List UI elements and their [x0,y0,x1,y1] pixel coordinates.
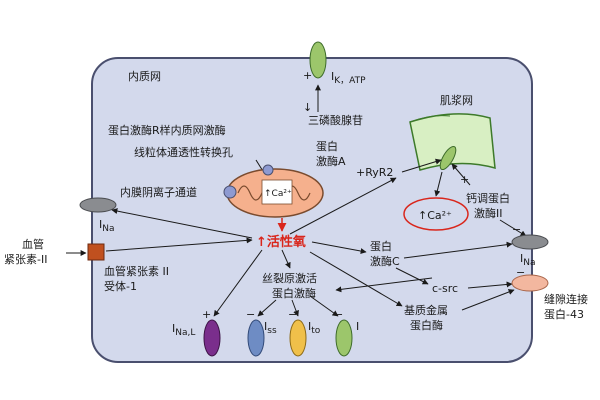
inal-label: INa,L [172,322,195,338]
k-atp-plus-sign: + [303,69,312,82]
iss-channel [247,319,265,357]
ros-to-pkc-arrow [311,241,367,254]
ina-left-label: INa [99,218,115,234]
iss-minus-sign: − [246,308,255,321]
camk-ina-minus-sign: − [512,223,521,236]
cx43-minus-sign: − [516,266,525,279]
imac-label: 内膜阴离子通道 [120,185,197,199]
ryr2-to-ca-arrow [434,171,443,197]
ryr2-to-channel-arrow [401,158,442,173]
mapk-to-iss-arrow [257,299,277,317]
camk-label-2: 激酶II [474,206,503,220]
mapk-to-ito-arrow [291,299,299,317]
sr-calcium-pool [403,197,469,231]
pka-label-2: 激酶A [316,154,346,168]
sarcoplasmic-reticulum [409,113,496,171]
ryr2-label: +RyR2 [356,166,393,179]
mito-calcium-box [261,179,293,205]
mapk-label-1: 丝裂原激活 [262,271,317,285]
sr-label: 肌浆网 [440,93,473,107]
csrc-to-cx43-arrow [467,281,513,289]
i-label: I [356,320,359,333]
atp-down-sign: ↓ [303,101,312,114]
pkc-label-2: 激酶C [370,254,400,268]
sr-fold [409,115,451,123]
mptp-label: 线粒体通透性转换孔 [134,145,233,159]
ito-channel [289,319,307,357]
pkc-to-ina-right-arrow [403,241,513,259]
k-atp-channel [309,41,327,79]
ina-right-channel [511,234,549,250]
k-atp-label: IK，ATP [331,70,366,86]
ang-label-2: 紧张素-II [4,253,47,266]
mmp-label-1: 基质金属 [404,303,448,317]
camk-to-ryr2-arrow [451,163,471,186]
at1-label-1: 血管紧张素 II [104,264,169,278]
ros-to-ryr2-arrow [289,177,397,235]
camk-label-1: 钙调蛋白 [466,191,510,205]
i-channel [335,319,353,357]
imac-channel [223,185,237,199]
at1-label-2: 受体-1 [104,279,137,293]
sr-calcium-label: ↑Ca²⁺ [418,209,452,222]
mmp-to-cx43-arrow [461,289,515,311]
ros-label: ↑活性氧 [256,234,306,250]
ryr2-channel [439,145,457,171]
mapk-to-i-arrow [309,295,339,317]
pkc-label-1: 蛋白 [370,239,392,253]
cx43-label-2: 蛋白-43 [544,307,584,321]
ros-to-ina-left-arrow [111,208,253,239]
atp-label: 三磷酸腺苷 [308,113,363,127]
ros-to-mmp-arrow [309,251,403,307]
csrc-to-mapk-arrow [335,277,433,293]
pkc-to-csrc-arrow [395,267,429,285]
cx43-channel [511,274,549,292]
ina-right-label: INa [520,252,536,268]
iss-label: Iss [264,320,277,336]
ros-to-mapk-arrow [281,249,291,269]
camk-ryr2-plus-sign: + [460,173,469,186]
ros-to-inal-arrow [213,249,263,317]
inal-channel [203,319,221,357]
mito-calcium-label: ↑Ca²⁺ [264,189,292,199]
i-minus-sign: − [334,308,343,321]
ang-label-1: 血管 [22,237,44,251]
at1-receptor [87,243,105,261]
camk-to-ina-right-arrow [499,219,527,237]
er-label: 内质网 [128,69,161,83]
receptor-to-ros-arrow [105,237,253,252]
pka-label-1: 蛋白 [316,139,338,153]
ito-minus-sign: − [288,308,297,321]
mapk-label-2: 蛋白激酶 [272,286,316,300]
mptp-channel [262,164,274,176]
ina-left-channel [79,197,117,213]
csrc-label: c-src [432,282,458,295]
mmp-label-2: 蛋白酶 [410,318,443,332]
cx43-label-1: 缝隙连接 [544,292,588,306]
perk-label: 蛋白激酶R样内质网激酶 [108,123,226,137]
inal-plus-sign: + [202,308,211,321]
ito-label: Ito [308,320,321,336]
